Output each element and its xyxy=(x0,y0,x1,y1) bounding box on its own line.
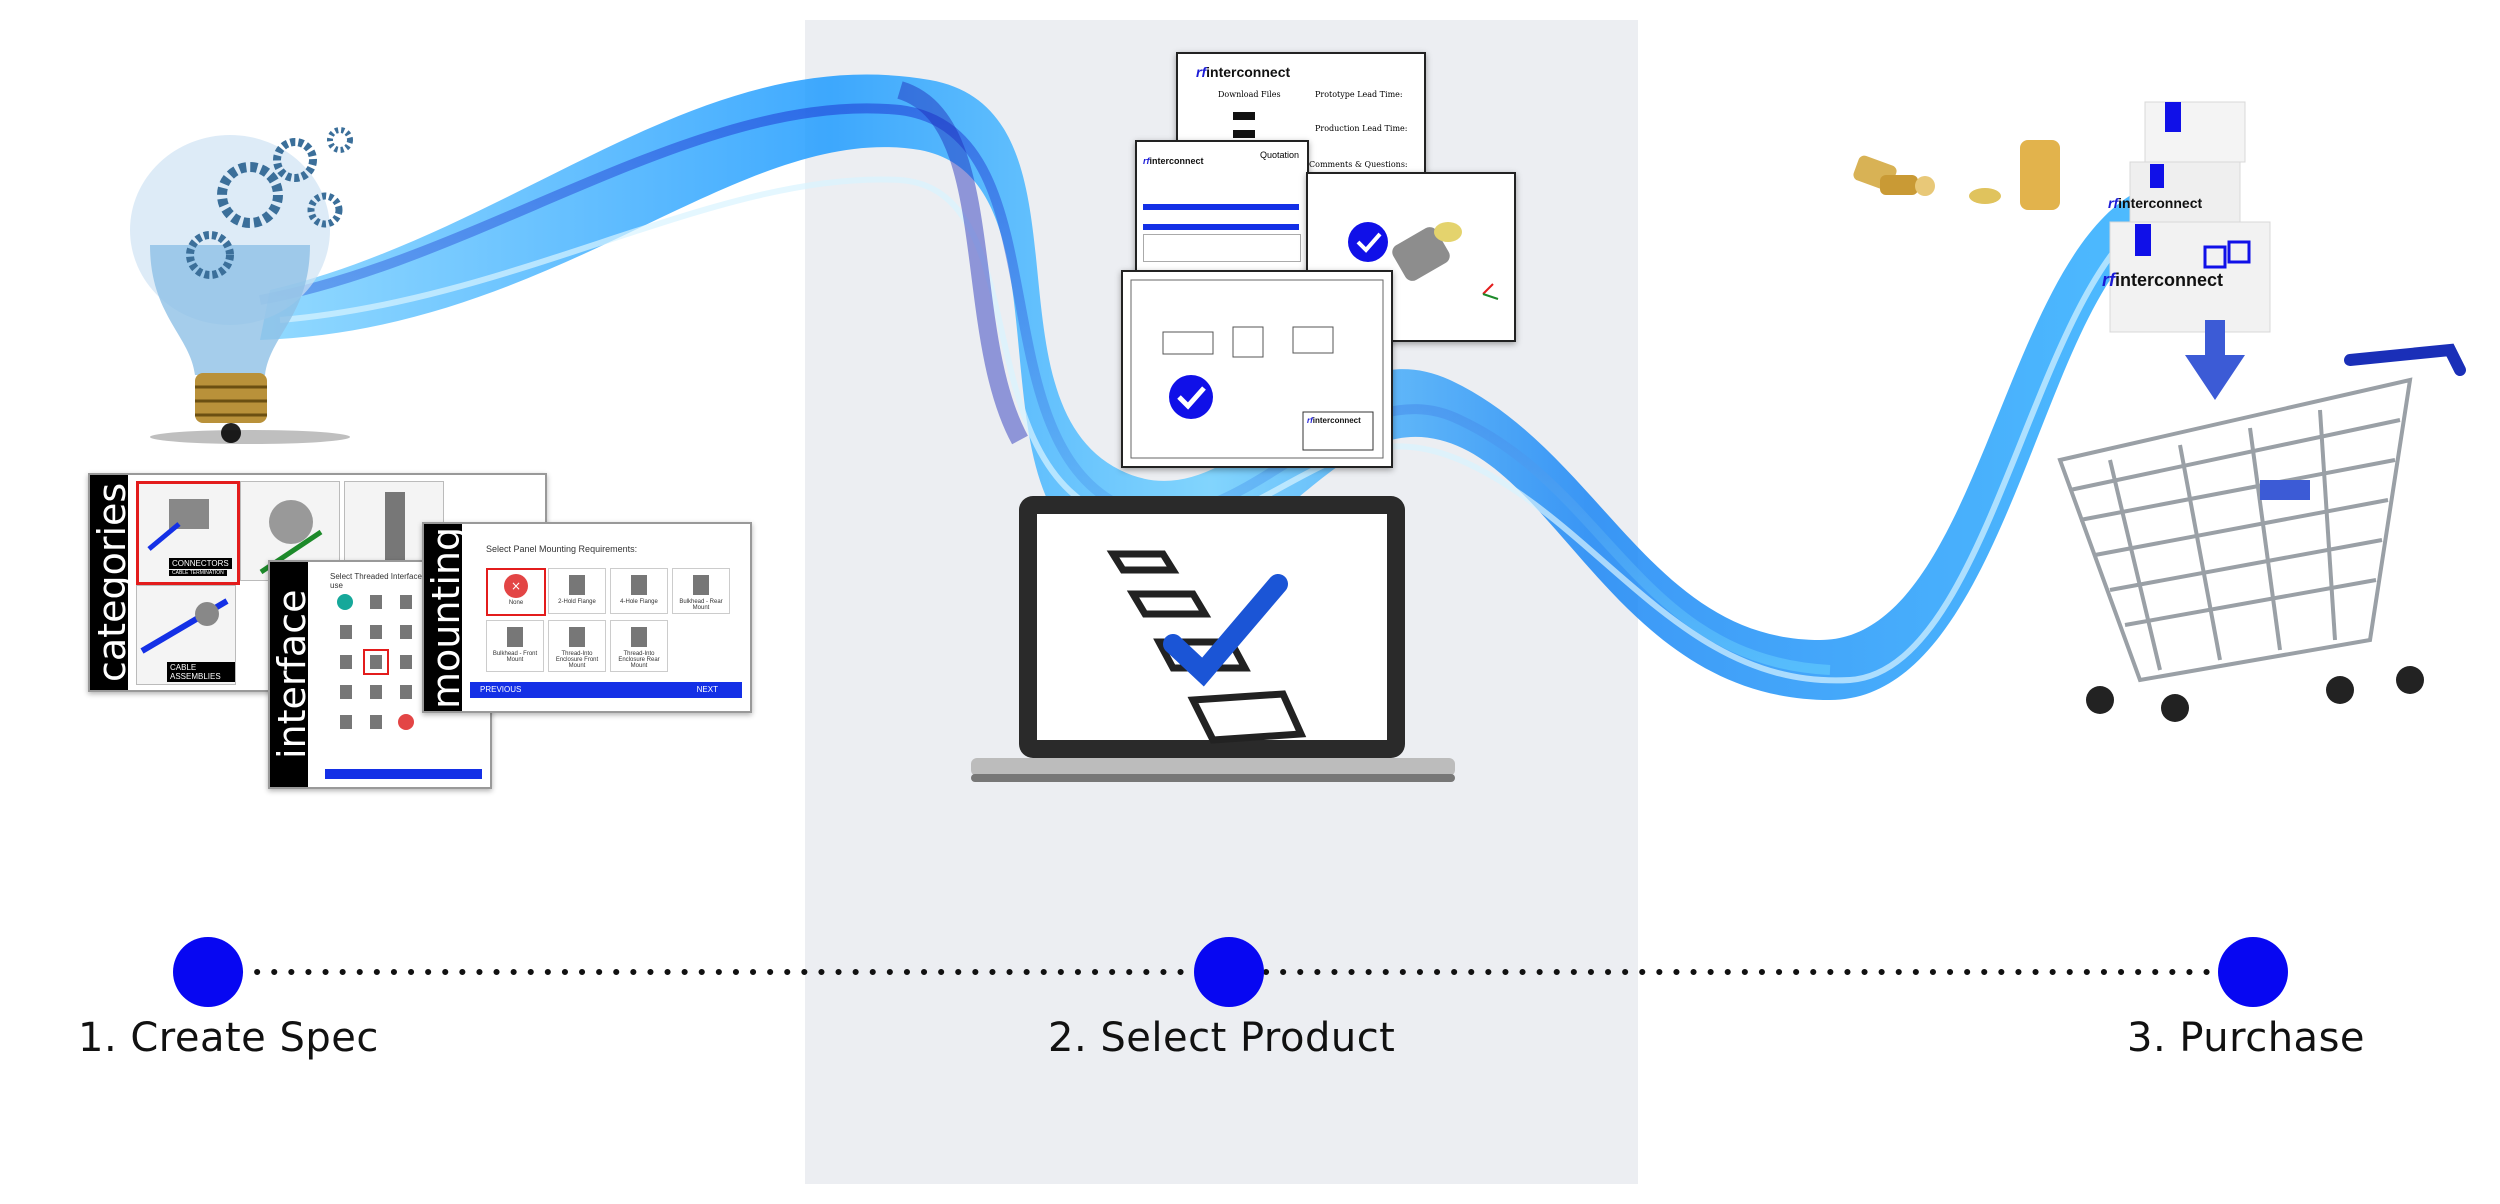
drawing-content xyxy=(1130,279,1384,459)
mount-option-label: None xyxy=(508,600,524,606)
quotation-table xyxy=(1143,234,1301,262)
comments-label: Comments & Questions: xyxy=(1309,160,1408,169)
mount-option-5[interactable]: Bulkhead - Front Mount xyxy=(486,620,544,672)
mount-option-2[interactable]: 2-Hold Flange xyxy=(548,568,606,614)
assemblies-tile[interactable]: CABLE ASSEMBLIES xyxy=(136,585,236,685)
connectors-label: CONNECTORS xyxy=(169,558,232,569)
mount-option-label: 4-Hole Flange xyxy=(620,599,658,605)
mounting-card: mounting Select Panel Mounting Requireme… xyxy=(422,522,752,713)
checkmark-badge-icon xyxy=(1169,375,1213,419)
mounting-tab: mounting xyxy=(424,524,468,711)
mount-option-7[interactable]: Thread-Into Enclosure Rear Mount xyxy=(610,620,668,672)
drawing-brand: rfinterconnect xyxy=(1307,416,1361,425)
step-dot-3 xyxy=(2218,937,2288,1007)
production-lead-label: Production Lead Time: xyxy=(1315,124,1408,133)
download-button[interactable] xyxy=(1233,112,1255,120)
connectors-sub: CABLE TERMINATION xyxy=(169,570,227,576)
mount-option-label: Bulkhead - Rear Mount xyxy=(679,599,723,611)
step-label-purchase: 3. Purchase xyxy=(2127,1015,2366,1061)
step-label-create-spec: 1. Create Spec xyxy=(78,1015,379,1061)
box-brand-large: rfinterconnect xyxy=(2102,270,2224,290)
mount-option-label: Thread-Into Enclosure Front Mount xyxy=(555,651,599,669)
quotation-header-row xyxy=(1143,204,1299,210)
categories-tab: categories xyxy=(90,475,134,690)
quotation-brand: rfinterconnect xyxy=(1143,156,1204,166)
quotation-title: Quotation xyxy=(1259,150,1299,160)
mount-option-label: Bulkhead - Front Mount xyxy=(492,651,538,663)
previous-button[interactable]: PREVIOUS xyxy=(480,685,522,694)
quotation-doc: rfinterconnect Quotation xyxy=(1135,140,1309,274)
mount-option-6[interactable]: Thread-Into Enclosure Front Mount xyxy=(548,620,606,672)
checklist-laptop-icon xyxy=(971,496,1455,782)
mount-option-4[interactable]: Bulkhead - Rear Mount xyxy=(672,568,730,614)
connectors-tile[interactable]: CONNECTORS CABLE TERMINATION xyxy=(136,481,240,585)
prototype-lead-label: Prototype Lead Time: xyxy=(1315,90,1403,99)
step-label-select-product: 2. Select Product xyxy=(1048,1015,1396,1061)
mount-option-label: 2-Hold Flange xyxy=(558,599,596,605)
boxes-icon xyxy=(2109,101,2271,333)
drawing-doc: rfinterconnect xyxy=(1121,270,1393,468)
interface-grid xyxy=(337,594,414,730)
interface-prompt: Select Threaded Interface preference to … xyxy=(330,572,472,590)
shopping-cart-icon xyxy=(2057,320,2466,722)
mount-option-label: Thread-Into Enclosure Rear Mount xyxy=(618,651,660,669)
mount-option-none[interactable]: × None xyxy=(486,568,546,616)
download-button[interactable] xyxy=(1233,130,1255,138)
assemblies-label: CABLE ASSEMBLIES xyxy=(167,662,235,682)
mounting-prompt: Select Panel Mounting Requirements: xyxy=(486,544,638,554)
step-dot-1 xyxy=(173,937,243,1007)
interface-nav-bar xyxy=(325,769,482,779)
connector-parts-icon xyxy=(1853,140,2060,210)
bulb-shadow xyxy=(150,430,350,444)
quotation-header-row xyxy=(1143,224,1299,230)
mounting-nav-bar: PREVIOUS NEXT xyxy=(470,682,742,698)
next-button[interactable]: NEXT xyxy=(696,685,718,694)
doc-brand: rfinterconnect xyxy=(1196,64,1291,80)
interface-tab: interface xyxy=(270,562,314,787)
download-files-label: Download Files xyxy=(1218,90,1281,99)
svg-text:×: × xyxy=(511,579,521,593)
connector-3d-icon xyxy=(1348,222,1499,300)
step-dot-2 xyxy=(1194,937,1264,1007)
box-brand: rfinterconnect xyxy=(2108,195,2203,211)
lightbulb-gears-icon xyxy=(130,127,353,443)
mount-option-3[interactable]: 4-Hole Flange xyxy=(610,568,668,614)
